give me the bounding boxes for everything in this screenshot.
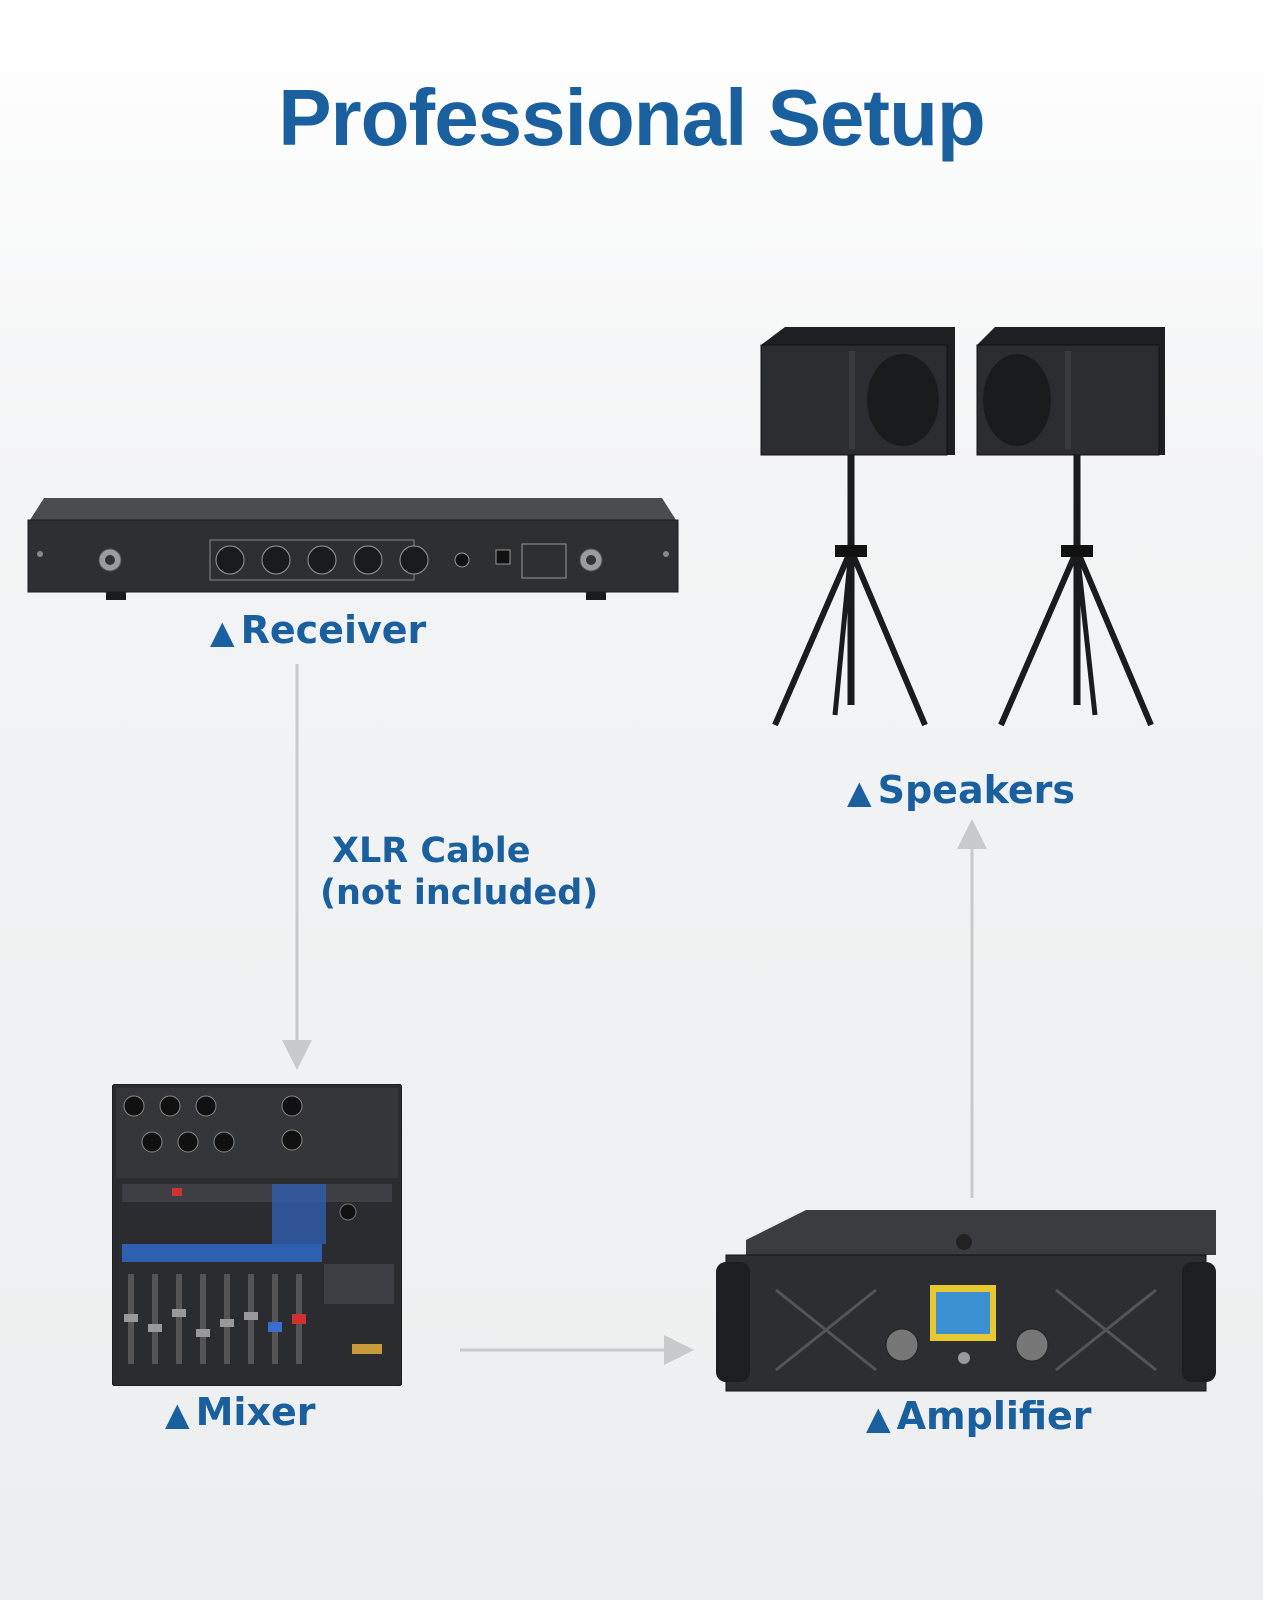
mixer-label: ▲Mixer [165, 1390, 316, 1434]
receiver-image [27, 498, 679, 600]
xlr-cable-line2: (not included) [320, 873, 599, 913]
triangle-icon: ▲ [847, 773, 872, 811]
mixer-image [112, 1084, 402, 1386]
triangle-icon: ▲ [210, 613, 235, 651]
triangle-icon: ▲ [165, 1395, 190, 1433]
xlr-cable-note: XLR Cable (not included) [320, 830, 598, 914]
speakers-image [760, 327, 1165, 727]
xlr-cable-line1: XLR Cable [332, 831, 531, 871]
speakers-label: ▲Speakers [847, 768, 1075, 812]
page-title: Professional Setup [278, 73, 986, 162]
speaker-left [760, 327, 955, 727]
amplifier-image [716, 1210, 1216, 1392]
amplifier-label: ▲Amplifier [866, 1394, 1092, 1438]
receiver-label: ▲Receiver [210, 608, 427, 652]
speaker-right [976, 327, 1165, 727]
triangle-icon: ▲ [866, 1399, 891, 1437]
